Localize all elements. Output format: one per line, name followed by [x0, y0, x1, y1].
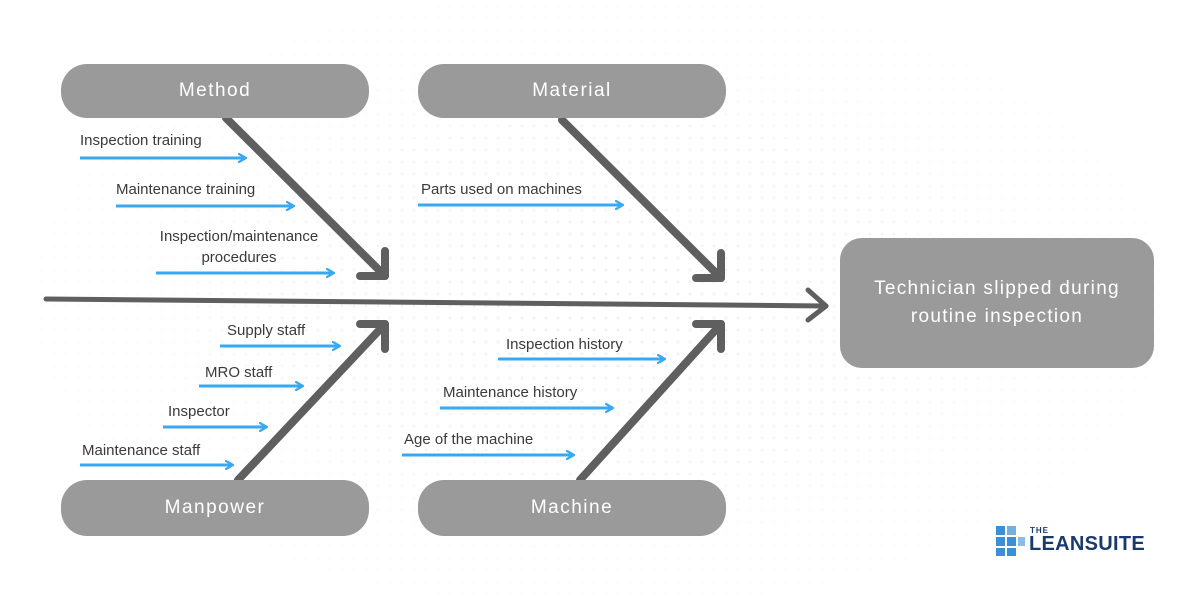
- cause-label: Maintenance training: [116, 181, 256, 198]
- material-bone: [558, 116, 725, 282]
- logo-name-text: LEANSUITE: [1029, 533, 1146, 555]
- cause-label: Maintenance staff: [82, 442, 201, 459]
- spine-arrowhead: [805, 287, 829, 323]
- manpower-bone-arrowhead: [356, 320, 389, 353]
- cause-label: Inspection/maintenance procedures: [159, 228, 319, 266]
- effect-text: Technician slipped during routine inspec…: [874, 278, 1120, 327]
- cause-label: Parts used on machines: [421, 181, 582, 198]
- cause-label: Inspection training: [80, 132, 202, 149]
- spine-line: [43, 296, 829, 309]
- cause-label: Age of the machine: [404, 431, 534, 448]
- category-machine: Machine: [418, 480, 726, 536]
- manpower-bone: [234, 320, 389, 484]
- leansuite-logo: THE LEANSUITE: [996, 526, 1156, 558]
- material-bone-arrowhead: [692, 249, 725, 282]
- effect-box: Technician slipped during routine inspec…: [840, 238, 1154, 368]
- category-method: Method: [61, 64, 369, 118]
- cause-label: Supply staff: [227, 322, 306, 339]
- category-manpower: Manpower: [61, 480, 369, 536]
- machine-bone: [576, 320, 725, 484]
- category-material: Material: [418, 64, 726, 118]
- method-bone-arrowhead: [356, 247, 389, 280]
- cause-label: Maintenance history: [443, 384, 578, 401]
- cause-label: MRO staff: [205, 364, 273, 381]
- logo-grid-icon: [996, 526, 1026, 556]
- machine-bone-arrowhead: [692, 320, 725, 353]
- cause-label: Inspector: [168, 403, 230, 420]
- logo-the-text: THE: [1030, 526, 1049, 535]
- method-bone: [222, 114, 389, 280]
- cause-label: Inspection history: [506, 336, 623, 353]
